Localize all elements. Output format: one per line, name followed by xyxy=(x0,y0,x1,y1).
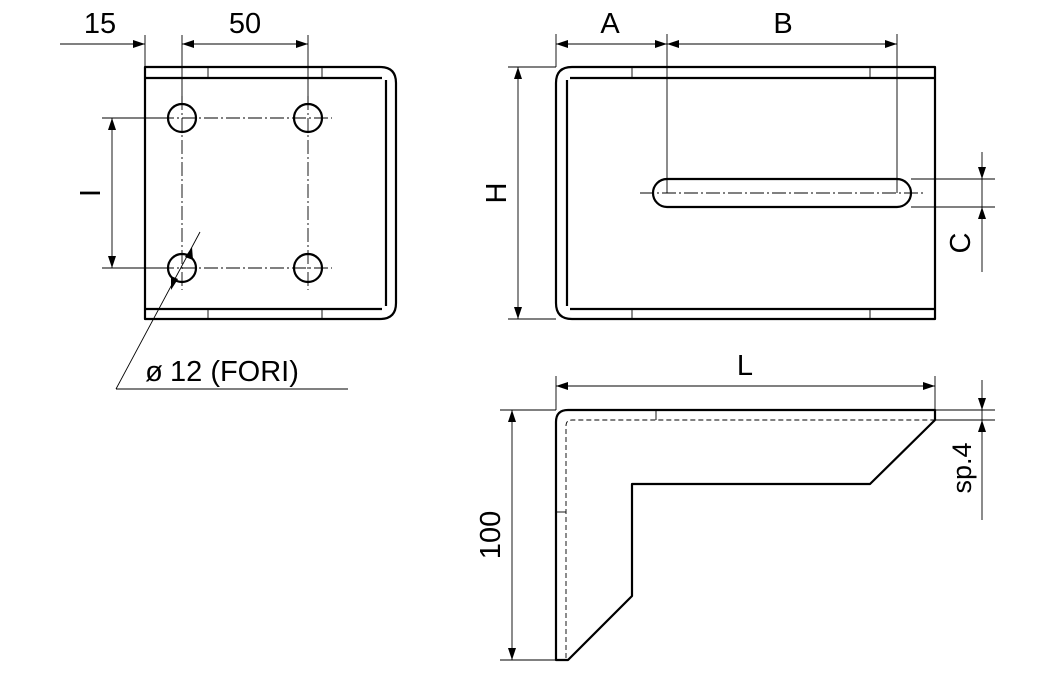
front-view-outline xyxy=(143,65,398,321)
dim-label-thickness: sp.4 xyxy=(947,442,977,493)
dim-label-i: I xyxy=(75,189,107,197)
dim-label-c: C xyxy=(945,233,977,254)
profile-outline xyxy=(554,408,937,662)
dim-label-b: B xyxy=(773,8,792,40)
dim-label-l: L xyxy=(737,350,753,382)
profile-view: L 100 sp.4 xyxy=(475,350,995,662)
front-view: 15 50 I ø 12 (FORI) xyxy=(60,8,398,390)
diameter-leader xyxy=(115,231,201,390)
diameter-symbol: ø xyxy=(145,356,163,388)
dim-label-diameter: 12 (FORI) xyxy=(170,356,299,388)
dim-label-100: 100 xyxy=(475,511,507,559)
dim-label-a: A xyxy=(600,8,620,40)
hidden-edge xyxy=(565,419,935,658)
dim-label-50: 50 xyxy=(229,8,261,40)
dim-label-h: H xyxy=(481,183,513,204)
side-view: A B H C xyxy=(481,8,995,321)
dim-label-15: 15 xyxy=(84,8,116,40)
side-view-outline xyxy=(554,65,937,321)
